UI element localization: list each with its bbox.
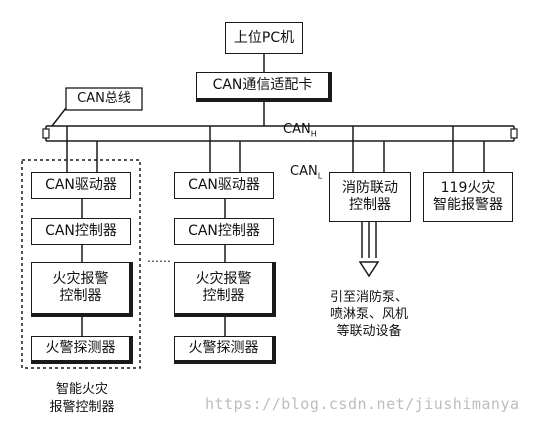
can-l-subscript: L — [317, 171, 323, 181]
can-h-label: CANH — [283, 106, 317, 143]
can-controller-node-2: CAN控制器 — [174, 218, 274, 245]
fire-controller-node-2: 火灾报警 控制器 — [174, 262, 276, 317]
can-driver-node-2: CAN驱动器 — [174, 172, 274, 199]
can-h-text: CAN — [283, 122, 311, 137]
smart-controller-group-label: 智能火灾 报警控制器 — [49, 382, 115, 415]
left-terminator-resistor — [42, 128, 50, 139]
alarm-119-node: 119火灾 智能报警器 — [423, 172, 513, 222]
can-l-label: CANL — [290, 148, 322, 185]
fire-detector-node-2: 火警探测器 — [174, 336, 276, 364]
can-controller-node-1: CAN控制器 — [31, 218, 131, 245]
watermark-text: https://blog.csdn.net/jiushimanya — [205, 395, 520, 413]
output-arrow-icon — [358, 261, 380, 278]
can-bus-callout-box — [65, 87, 143, 111]
smart-controller-group-box — [21, 159, 141, 369]
linkage-controller-node: 消防联动 控制器 — [329, 172, 411, 222]
fire-detector-node-1: 火警探测器 — [31, 336, 133, 364]
linkage-note: 引至消防泵、 喷淋泵、风机 等联动设备 — [329, 290, 408, 339]
can-adapter-node: CAN通信适配卡 — [196, 72, 332, 102]
pc-node: 上位PC机 — [225, 22, 303, 54]
can-bus-label: CAN总线 — [77, 91, 131, 106]
can-driver-node-1: CAN驱动器 — [31, 172, 131, 199]
can-l-text: CAN — [290, 164, 318, 179]
ellipsis-label: …… — [147, 251, 171, 265]
can-h-subscript: H — [310, 129, 317, 139]
can-bus-callout-line — [51, 107, 67, 127]
right-terminator-resistor — [510, 128, 518, 139]
fire-controller-node-1: 火灾报警 控制器 — [31, 262, 133, 317]
